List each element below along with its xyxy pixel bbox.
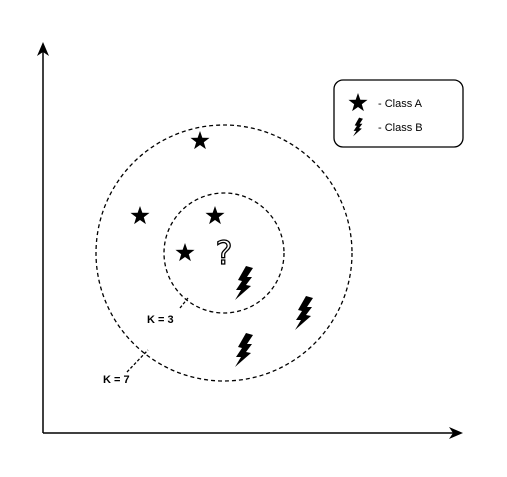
legend-label-class-b: - Class B bbox=[378, 122, 423, 134]
k3-leader-line bbox=[179, 297, 189, 309]
k7-label: K = 7 bbox=[103, 374, 130, 386]
lightning-icon bbox=[295, 296, 313, 330]
legend-label-class-a: - Class A bbox=[378, 98, 423, 110]
k3-label: K = 3 bbox=[147, 314, 174, 326]
axes bbox=[37, 42, 463, 439]
legend-box bbox=[333, 79, 464, 148]
k7-leader-line bbox=[126, 349, 149, 373]
class-a-points bbox=[130, 131, 225, 262]
lightning-icon bbox=[235, 266, 253, 300]
star-icon bbox=[205, 206, 225, 225]
star-icon bbox=[190, 131, 210, 150]
outer-circle-k7 bbox=[95, 124, 353, 382]
y-axis-arrow bbox=[37, 42, 49, 56]
star-icon bbox=[175, 243, 195, 262]
inner-circle-k3 bbox=[163, 192, 285, 314]
legend: - Class A - Class B bbox=[333, 79, 464, 148]
class-b-points bbox=[235, 266, 313, 367]
lightning-icon bbox=[235, 333, 253, 367]
star-icon bbox=[130, 206, 150, 225]
question-mark-icon: ? bbox=[216, 234, 233, 272]
x-axis-arrow bbox=[449, 427, 463, 439]
